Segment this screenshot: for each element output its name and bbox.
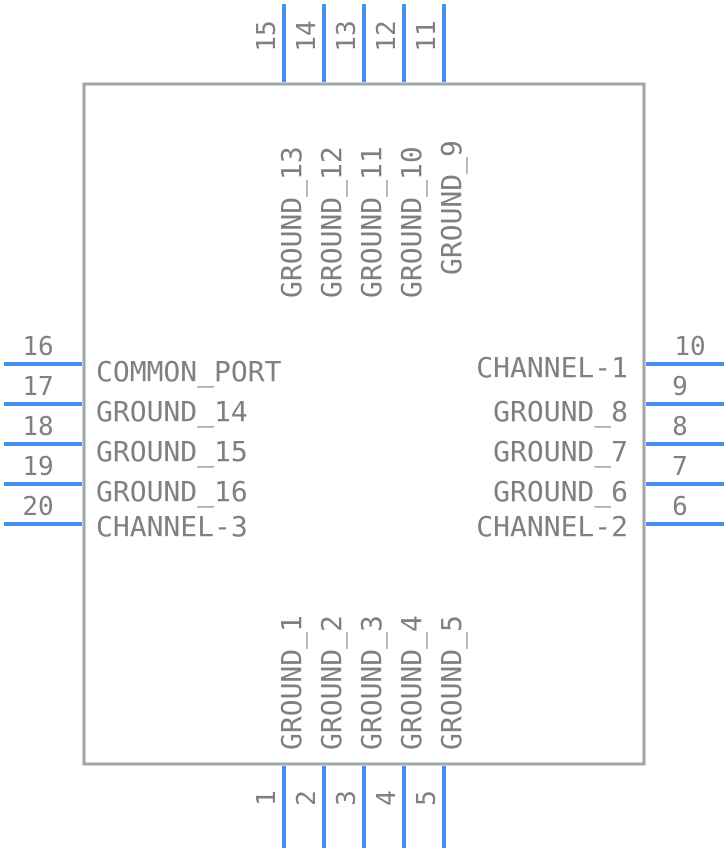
pin-5-number: 5 <box>412 790 442 806</box>
pin-15-number: 15 <box>252 20 282 51</box>
pin-20-number: 20 <box>22 492 53 522</box>
pin-8-number: 8 <box>672 412 688 442</box>
pin-3-number: 3 <box>332 790 362 806</box>
pin-4-number: 4 <box>372 790 402 806</box>
pin-11-number: 11 <box>412 20 442 51</box>
pin-19-number: 19 <box>22 452 53 482</box>
pin-11-name: GROUND_9 <box>435 140 469 275</box>
pin-12-number: 12 <box>372 20 402 51</box>
pin-5-name: GROUND_5 <box>435 615 469 750</box>
pin-2-name: GROUND_2 <box>315 615 349 750</box>
pin-1-number: 1 <box>252 790 282 806</box>
pin-7-number: 7 <box>672 452 688 482</box>
component-body <box>82 82 646 766</box>
pin-7-name: GROUND_6 <box>493 475 628 509</box>
pin-12-name: GROUND_10 <box>395 146 429 298</box>
pin-16-name: COMMON_PORT <box>96 355 282 389</box>
pin-4-name: GROUND_4 <box>395 615 429 750</box>
bottom-pins: 1 2 3 4 5 GROUND_1 GROUND_2 GROUND_3 GRO… <box>252 615 469 848</box>
pin-19-name: GROUND_16 <box>96 475 248 509</box>
pin-15-name: GROUND_13 <box>275 146 309 298</box>
pin-13-name: GROUND_11 <box>355 146 389 298</box>
pin-1-name: GROUND_1 <box>275 615 309 750</box>
pin-13-number: 13 <box>332 20 362 51</box>
pin-10-name: CHANNEL-1 <box>476 351 628 384</box>
pin-2-number: 2 <box>292 790 322 806</box>
pin-20-name: CHANNEL-3 <box>96 510 248 543</box>
pin-18-name: GROUND_15 <box>96 435 248 469</box>
pin-18-number: 18 <box>22 412 53 442</box>
pin-17-name: GROUND_14 <box>96 395 248 429</box>
pin-6-name: CHANNEL-2 <box>476 510 628 543</box>
left-pins: 16 17 18 19 20 COMMON_PORT GROUND_14 GRO… <box>4 332 282 543</box>
pin-17-number: 17 <box>22 372 53 402</box>
pin-16-number: 16 <box>22 332 53 362</box>
top-pins: 15 14 13 12 11 GROUND_13 GROUND_12 GROUN… <box>252 4 469 298</box>
right-pins: 10 9 8 7 6 CHANNEL-1 GROUND_8 GROUND_7 G… <box>476 332 724 543</box>
pin-14-number: 14 <box>292 20 322 51</box>
pin-3-name: GROUND_3 <box>355 615 389 750</box>
pin-6-number: 6 <box>672 492 688 522</box>
pin-10-number: 10 <box>674 332 705 362</box>
pin-8-name: GROUND_7 <box>493 435 628 469</box>
pin-14-name: GROUND_12 <box>315 146 349 298</box>
pin-9-name: GROUND_8 <box>493 395 628 429</box>
pin-9-number: 9 <box>672 372 688 402</box>
